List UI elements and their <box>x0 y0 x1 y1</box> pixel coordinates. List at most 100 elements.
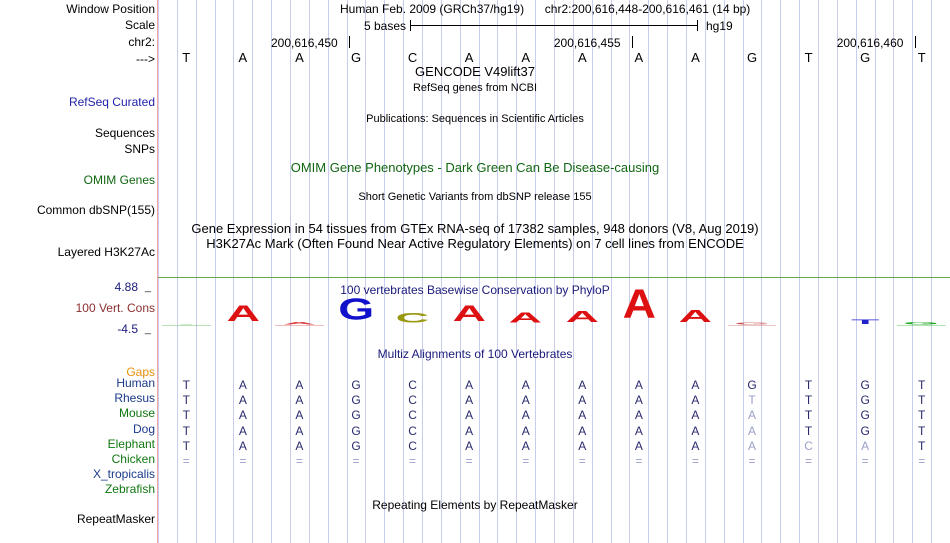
conservation-base-glyph[interactable]: T <box>837 318 894 326</box>
track-title-repeatmasker[interactable]: Repeating Elements by RepeatMasker <box>372 498 578 512</box>
alignment-base: G <box>351 438 361 453</box>
label-repeatmasker[interactable]: RepeatMasker <box>76 512 155 526</box>
alignment-base: T <box>182 393 190 408</box>
conservation-base-glyph[interactable]: G <box>724 322 781 325</box>
conservation-base-glyph[interactable]: G <box>328 294 385 325</box>
species-label-elephant[interactable]: Elephant <box>107 436 155 451</box>
gridline <box>479 0 480 543</box>
gridline <box>516 0 517 543</box>
alignment-base: A <box>691 408 700 423</box>
conservation-base-glyph[interactable]: A <box>611 284 668 325</box>
species-label-dog[interactable]: Dog <box>132 421 155 436</box>
alignment-base: A <box>238 378 247 392</box>
species-label-human[interactable]: Human <box>116 376 155 390</box>
track-title-dbsnp[interactable]: Short Genetic Variants from dbSNP releas… <box>358 191 592 203</box>
conservation-base-glyph[interactable]: A <box>497 310 554 325</box>
conservation-base-glyph[interactable]: A <box>441 303 498 325</box>
gridline <box>893 0 894 543</box>
alignment-base: T <box>182 408 190 423</box>
alignment-base: A <box>691 393 700 408</box>
alignment-base: A <box>295 423 304 438</box>
label-100-vert-cons[interactable]: 100 Vert. Cons <box>75 301 155 315</box>
scale-bases-label: 5 bases <box>364 19 407 33</box>
alignment-base: T <box>804 393 813 408</box>
alignment-base: = <box>805 454 813 468</box>
alignment-base: A <box>238 393 247 408</box>
alignment-base: C <box>408 378 417 392</box>
species-label-mouse[interactable]: Mouse <box>118 406 155 421</box>
gridline <box>177 0 178 543</box>
label-snps[interactable]: SNPs <box>124 142 155 156</box>
gridline <box>799 0 800 543</box>
ruler-tick-mark <box>915 36 916 48</box>
assembly-position-header: Human Feb. 2009 (GRCh37/hg19) chr2:200,6… <box>340 2 750 16</box>
alignment-base: A <box>634 393 643 408</box>
alignment-base: A <box>691 378 700 392</box>
alignment-base: = <box>578 454 586 468</box>
alignment-base: A <box>238 408 247 423</box>
gridline <box>271 0 272 543</box>
gridline <box>592 0 593 543</box>
ruler-base: A <box>238 50 248 65</box>
gridline <box>328 0 329 543</box>
alignment-base: A <box>861 438 870 453</box>
track-title-multiz[interactable]: Multiz Alignments of 100 Vertebrates <box>377 347 573 361</box>
alignment-row[interactable] <box>158 484 950 498</box>
cons-max-value: 4.88 <box>114 280 138 294</box>
label-window-position[interactable]: Window Position <box>66 2 155 16</box>
alignment-base: A <box>238 438 247 453</box>
label-chromosome[interactable]: chr2: <box>128 35 155 49</box>
label-omim-genes[interactable]: OMIM Genes <box>83 173 155 187</box>
track-title-publications[interactable]: Publications: Sequences in Scientific Ar… <box>366 113 584 125</box>
label-common-dbsnp[interactable]: Common dbSNP(155) <box>36 203 155 217</box>
label-sequences[interactable]: Sequences <box>94 126 155 140</box>
track-title-h3k27ac[interactable]: H3K27Ac Mark (Often Found Near Active Re… <box>206 236 744 251</box>
alignment-base: T <box>804 378 813 392</box>
position-range[interactable]: chr2:200,616,448-200,616,461 (14 bp) <box>544 2 751 16</box>
alignment-base: A <box>691 423 700 438</box>
conservation-base-glyph[interactable]: G <box>893 322 950 325</box>
alignment-row[interactable] <box>158 469 950 483</box>
label-scale[interactable]: Scale <box>124 18 155 32</box>
species-label-chicken[interactable]: Chicken <box>111 452 155 466</box>
conservation-base-glyph[interactable]: A <box>215 303 272 325</box>
label-layered-h3k27ac[interactable]: Layered H3K27Ac <box>57 245 155 259</box>
track-title-gtex[interactable]: Gene Expression in 54 tissues from GTEx … <box>191 221 759 236</box>
gridline <box>215 0 216 543</box>
alignment-row[interactable]: ============== <box>158 454 950 468</box>
conservation-base-glyph[interactable]: - <box>158 324 215 325</box>
gridline <box>365 0 366 543</box>
species-label-x_tropicalis[interactable]: X_tropicalis <box>92 467 155 482</box>
ruler-base: G <box>350 50 362 65</box>
alignment-base: A <box>521 378 530 392</box>
gridline <box>196 0 197 543</box>
conservation-base-glyph[interactable]: A <box>667 307 724 325</box>
species-label-rhesus[interactable]: Rhesus <box>114 391 155 406</box>
species-label-zebrafish[interactable]: Zebrafish <box>104 482 155 497</box>
gridline <box>422 0 423 543</box>
alignment-base: G <box>351 393 361 408</box>
conservation-base-glyph[interactable]: A <box>554 309 611 325</box>
label-refseq-curated[interactable]: RefSeq Curated <box>68 95 155 109</box>
ruler-base: A <box>634 50 644 65</box>
conservation-letter: A <box>678 306 713 326</box>
conservation-base-glyph[interactable]: C <box>384 311 441 325</box>
gridline <box>648 0 649 543</box>
track-title-phylop[interactable]: 100 vertebrates Basewise Conservation by… <box>340 283 610 297</box>
gridline <box>667 0 668 543</box>
track-title-refseq[interactable]: RefSeq genes from NCBI <box>412 82 538 94</box>
conservation-letter: T <box>850 318 880 326</box>
track-title-gencode[interactable]: GENCODE V49lift37 <box>415 64 535 79</box>
conservation-base-glyph[interactable]: A <box>271 322 328 325</box>
gridline <box>535 0 536 543</box>
track-title-omim[interactable]: OMIM Gene Phenotypes - Dark Green Can Be… <box>290 160 660 175</box>
label-gaps[interactable]: Gaps <box>126 365 155 379</box>
gridline <box>743 0 744 543</box>
alignment-base: A <box>747 423 756 438</box>
